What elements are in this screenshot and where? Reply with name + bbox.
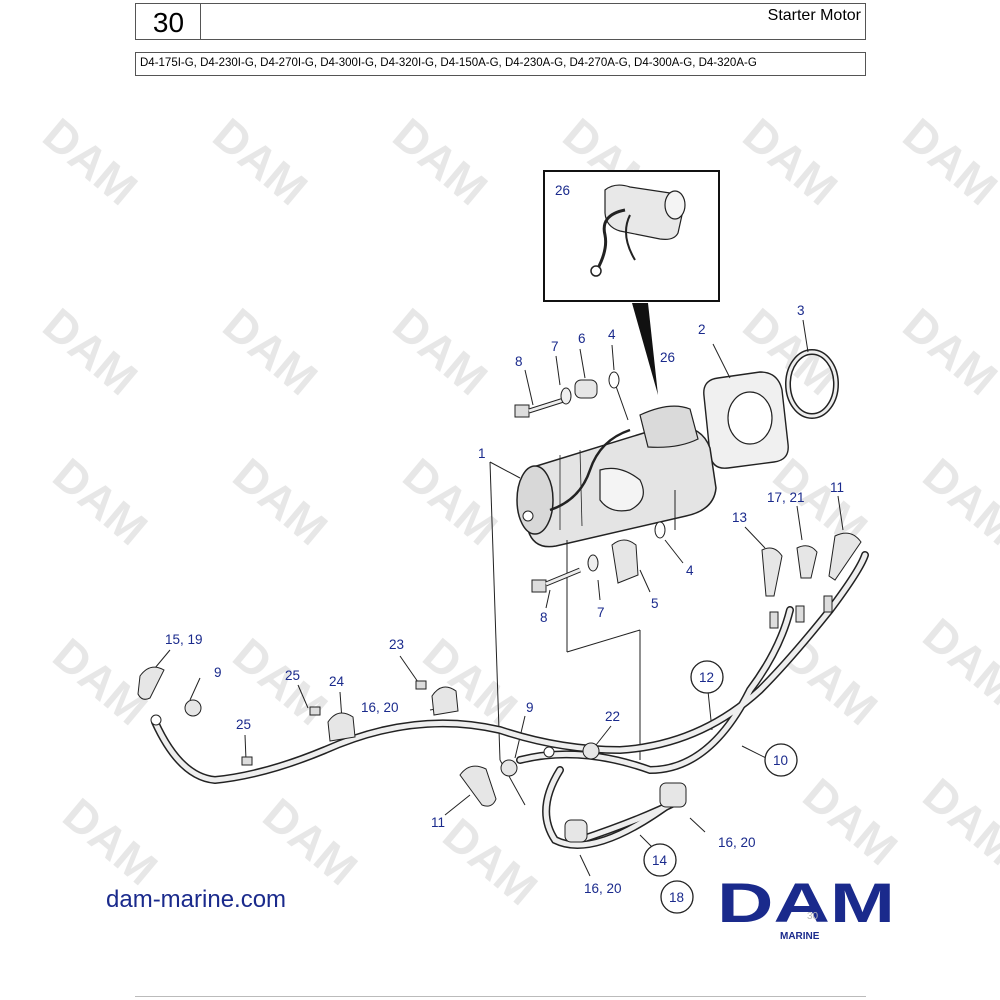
callout-22: 22 bbox=[605, 709, 620, 724]
callout-15-19: 15, 19 bbox=[165, 632, 203, 647]
terminal-boot-11-top bbox=[828, 532, 862, 581]
callout-9-center: 9 bbox=[526, 700, 534, 715]
watermark-text: DAM bbox=[214, 298, 328, 405]
bracket-lower-5 bbox=[611, 539, 639, 584]
callout-18: 18 bbox=[669, 890, 684, 905]
page-title: Starter Motor bbox=[767, 7, 861, 24]
callout-24: 24 bbox=[329, 674, 345, 689]
callout-26: 26 bbox=[660, 350, 675, 365]
model-list-box: D4-175I-G, D4-230I-G, D4-270I-G, D4-300I… bbox=[135, 52, 866, 76]
callout-4-upper: 4 bbox=[608, 327, 616, 342]
watermark-text: DAM bbox=[914, 768, 1000, 875]
starter-motor bbox=[516, 405, 717, 548]
watermark-text: DAM bbox=[54, 788, 168, 895]
callout-23: 23 bbox=[389, 637, 404, 652]
dam-logo-text: DAM bbox=[717, 878, 895, 926]
watermark-text: DAM bbox=[34, 298, 148, 405]
circled-callout-markers bbox=[643, 660, 798, 914]
callout-2: 2 bbox=[698, 322, 706, 337]
callout-11-upper: 11 bbox=[830, 480, 844, 495]
dam-logo: DAM 30 bbox=[717, 878, 895, 926]
watermark-text: DAM bbox=[734, 108, 848, 215]
watermark-text: DAM bbox=[434, 808, 548, 915]
callout-16-20-upper: 16, 20 bbox=[361, 700, 399, 715]
cable-lugs bbox=[150, 595, 833, 758]
callout-7-upper: 7 bbox=[551, 339, 559, 354]
watermark-text: DAM bbox=[414, 628, 528, 735]
callout-7-lower: 7 bbox=[597, 605, 605, 620]
website-url[interactable]: dam-marine.com bbox=[106, 886, 287, 913]
watermark-text: DAM bbox=[794, 768, 908, 875]
watermark-text: DAM bbox=[204, 108, 318, 215]
callout-5: 5 bbox=[651, 596, 659, 611]
callout-9-left: 9 bbox=[214, 665, 222, 680]
callout-8-upper: 8 bbox=[515, 354, 523, 369]
callout-8-lower: 8 bbox=[540, 610, 548, 625]
title-box: Starter Motor bbox=[200, 3, 866, 40]
leader-lines bbox=[154, 319, 844, 877]
watermark-text: DAM bbox=[894, 108, 1000, 215]
callout-1: 1 bbox=[478, 446, 486, 461]
o-ring bbox=[785, 349, 839, 419]
dam-logo-subtitle: MARINE bbox=[780, 931, 820, 942]
callout-6: 6 bbox=[578, 331, 586, 346]
washer-lower-7 bbox=[587, 554, 599, 572]
callout-16-20-bottom: 16, 20 bbox=[584, 881, 622, 896]
watermark-text: DAM bbox=[894, 298, 1000, 405]
callout-25-lower: 25 bbox=[236, 717, 251, 732]
callout-13: 13 bbox=[732, 510, 747, 525]
watermark-text: DAM bbox=[774, 628, 888, 735]
callout-3: 3 bbox=[797, 303, 805, 318]
callout-14: 14 bbox=[652, 853, 668, 868]
watermark-text: DAM bbox=[384, 108, 498, 215]
model-list: D4-175I-G, D4-230I-G, D4-270I-G, D4-300I… bbox=[140, 57, 757, 69]
terminal-boot-13 bbox=[761, 547, 783, 597]
callout-25-upper: 25 bbox=[285, 668, 300, 683]
gasket bbox=[703, 371, 789, 469]
callout-17-21: 17, 21 bbox=[767, 490, 805, 505]
watermark-text: DAM bbox=[44, 448, 158, 555]
logo-overlay-number: 30 bbox=[807, 911, 819, 922]
watermark-text: DAM bbox=[254, 788, 368, 895]
inset-solenoid-detail: 26 bbox=[543, 170, 720, 395]
watermark-text: DAM bbox=[914, 448, 1000, 555]
spacer-upper-6 bbox=[574, 379, 598, 399]
watermark-text: DAM bbox=[224, 448, 338, 555]
watermark-text: DAM bbox=[914, 608, 1000, 715]
clamps bbox=[184, 680, 687, 843]
callout-10: 10 bbox=[773, 753, 788, 768]
bolt-lower bbox=[531, 567, 581, 593]
terminal-boot-17-21 bbox=[796, 545, 818, 579]
washer-upper-7 bbox=[560, 387, 572, 405]
watermark-text: DAM bbox=[384, 298, 498, 405]
washer-lower-4 bbox=[654, 521, 666, 539]
footer-divider bbox=[135, 996, 866, 997]
callout-4-lower: 4 bbox=[686, 563, 694, 578]
terminal-boot-11-lower bbox=[459, 765, 497, 807]
terminal-boot-15-19 bbox=[137, 666, 165, 700]
section-number: 30 bbox=[152, 7, 185, 38]
section-number-box: 30 bbox=[135, 3, 200, 40]
watermark: DAM DAM DAM DAM DAM DAM DAM DAM DAM DAM … bbox=[34, 108, 1000, 915]
washer-upper-4 bbox=[608, 371, 620, 389]
callout-26-inset: 26 bbox=[555, 183, 570, 198]
callout-11-lower: 11 bbox=[431, 815, 445, 830]
callout-16-20-right: 16, 20 bbox=[718, 835, 756, 850]
callout-12: 12 bbox=[699, 670, 714, 685]
watermark-text: DAM bbox=[34, 108, 148, 215]
